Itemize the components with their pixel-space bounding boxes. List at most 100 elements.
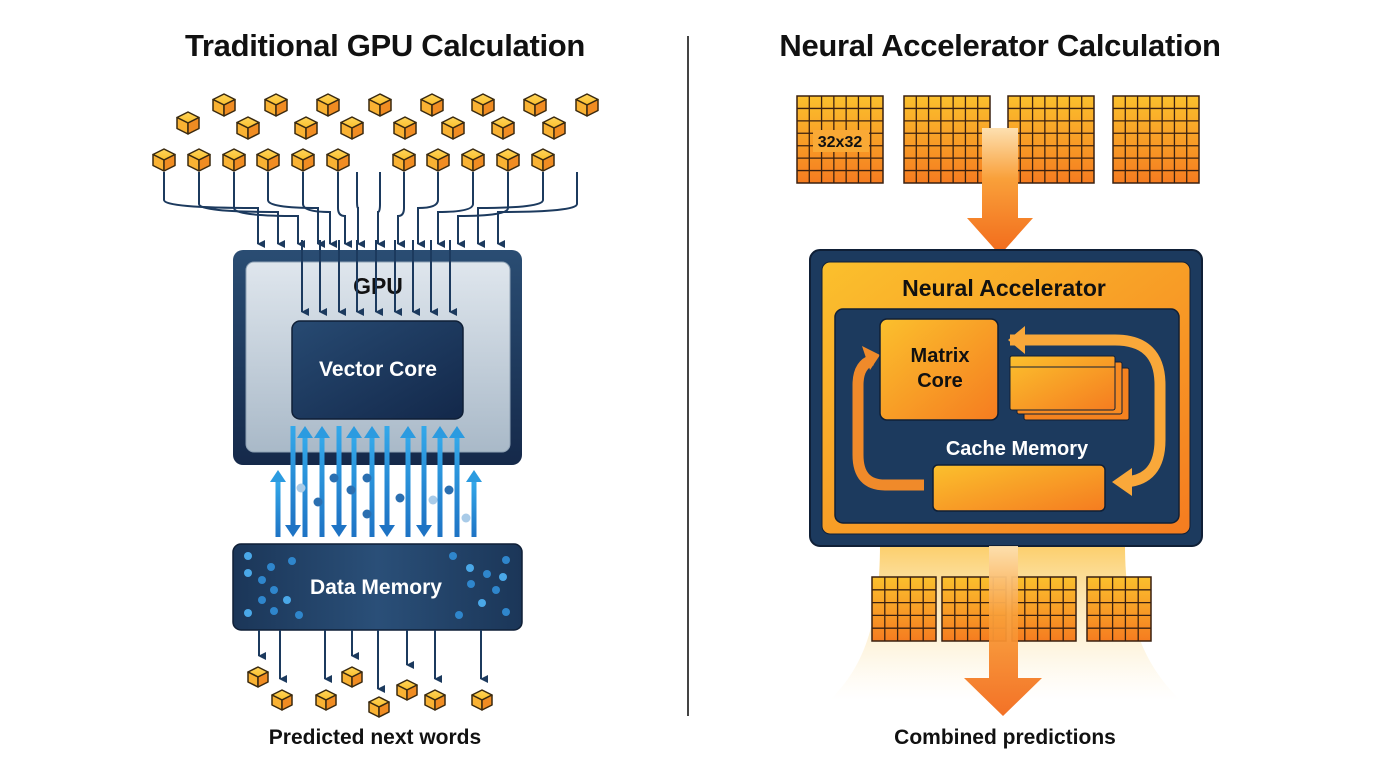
data-memory-label: Data Memory	[310, 576, 442, 599]
bus-arrowhead-up	[466, 470, 482, 482]
matrix-tile: 32x32	[796, 95, 884, 184]
input-wire	[437, 172, 474, 248]
token-cube-icon	[187, 148, 211, 172]
bus-arrowhead-up	[346, 426, 362, 438]
bus-arrowhead-up	[449, 426, 465, 438]
bus-arrow-shaft	[471, 480, 477, 537]
bus-arrow-shaft	[384, 426, 390, 527]
memory-particle	[499, 573, 507, 581]
bus-arrow-shaft	[369, 436, 375, 537]
output-tiles	[871, 576, 1152, 642]
input-wire	[477, 172, 544, 248]
bus-arrowhead-up	[400, 426, 416, 438]
matrix-core-label-line2: Core	[917, 370, 963, 392]
bus-arrow-shaft	[336, 426, 342, 527]
input-wire	[267, 172, 325, 248]
tile-size-label: 32x32	[818, 134, 863, 151]
data-particle	[313, 497, 323, 507]
loop-arrowhead-matrix	[862, 346, 880, 370]
neural-accelerator-title: Neural Accelerator Calculation	[779, 28, 1221, 63]
token-cube-icon	[396, 679, 418, 701]
gpu-internal-arrows	[301, 240, 457, 316]
memory-bus-arrows	[270, 426, 482, 537]
token-cube-icon	[542, 116, 566, 140]
memory-particle	[288, 557, 296, 565]
cache-memory-block	[932, 464, 1106, 512]
bus-arrow-shaft	[421, 426, 427, 527]
memory-particle	[455, 611, 463, 619]
loop-arrow-right	[1010, 334, 1166, 488]
output-tokens	[247, 666, 493, 718]
input-wire	[337, 172, 352, 248]
token-cube-icon	[176, 111, 200, 135]
matrix-tile	[871, 576, 937, 642]
loop-arrow-left	[852, 354, 924, 491]
memory-particle	[270, 607, 278, 615]
input-wire	[233, 172, 305, 248]
memory-particle	[449, 552, 457, 560]
token-cube-icon	[461, 148, 485, 172]
matrix-tile	[1112, 95, 1200, 184]
token-cube-icon	[393, 116, 417, 140]
memory-particle	[478, 599, 486, 607]
memory-particle	[283, 596, 291, 604]
bus-arrowhead-down	[285, 525, 301, 537]
token-cube-icon	[315, 689, 337, 711]
output-arrow-icon	[964, 546, 1042, 716]
loop-arrowhead-cache	[1112, 468, 1132, 496]
loop-arrowhead-left	[1008, 326, 1025, 354]
token-cube-icon	[531, 148, 555, 172]
bus-arrowhead-down	[416, 525, 432, 537]
matrix-tile	[1007, 95, 1095, 184]
input-wire	[163, 172, 265, 248]
memory-particle	[502, 556, 510, 564]
data-particle	[395, 493, 405, 503]
input-wires	[163, 172, 578, 248]
tile-body	[1112, 95, 1200, 184]
memory-particle	[483, 570, 491, 578]
memory-particle	[295, 611, 303, 619]
token-cube-icon	[496, 148, 520, 172]
token-cube-icon	[326, 148, 350, 172]
tile-body	[903, 95, 991, 184]
memory-particle	[270, 586, 278, 594]
bus-arrowhead-up	[432, 426, 448, 438]
input-wire	[377, 172, 385, 248]
token-cube-icon	[368, 93, 392, 117]
tile-body	[1007, 95, 1095, 184]
token-cube-icon	[340, 116, 364, 140]
matrix-tile	[903, 95, 991, 184]
input-tiles: 32x32	[796, 95, 1200, 184]
data-particle	[346, 485, 356, 495]
bus-arrow-shaft	[405, 436, 411, 537]
token-cube-icon	[291, 148, 315, 172]
bus-arrow-shaft	[454, 436, 460, 537]
token-cube-icon	[222, 148, 246, 172]
input-wire	[397, 172, 405, 248]
token-cube-icon	[212, 93, 236, 117]
memory-particle	[492, 586, 500, 594]
traditional-gpu-title: Traditional GPU Calculation	[184, 28, 586, 63]
matrix-tile	[1011, 576, 1077, 642]
vector-core-block	[291, 320, 464, 420]
bus-arrowhead-down	[331, 525, 347, 537]
token-cube-icon	[491, 116, 515, 140]
token-cube-icon	[264, 93, 288, 117]
predicted-next-words-caption: Predicted next words	[268, 726, 482, 749]
output-wires	[258, 630, 488, 693]
bus-arrow-shaft	[351, 436, 357, 537]
token-cube-icon	[152, 148, 176, 172]
buffer-layer-1	[1009, 355, 1116, 411]
data-particle	[329, 473, 339, 483]
data-particle	[428, 495, 438, 505]
memory-particle	[244, 569, 252, 577]
neural-accelerator-label: Neural Accelerator	[902, 275, 1106, 301]
down-arrow-icon	[967, 128, 1033, 255]
token-cube-icon	[426, 148, 450, 172]
tile-body	[1011, 576, 1077, 642]
token-cube-icon	[575, 93, 599, 117]
data-particle	[296, 483, 306, 493]
token-cube-icon	[236, 116, 260, 140]
data-particles	[296, 473, 471, 523]
